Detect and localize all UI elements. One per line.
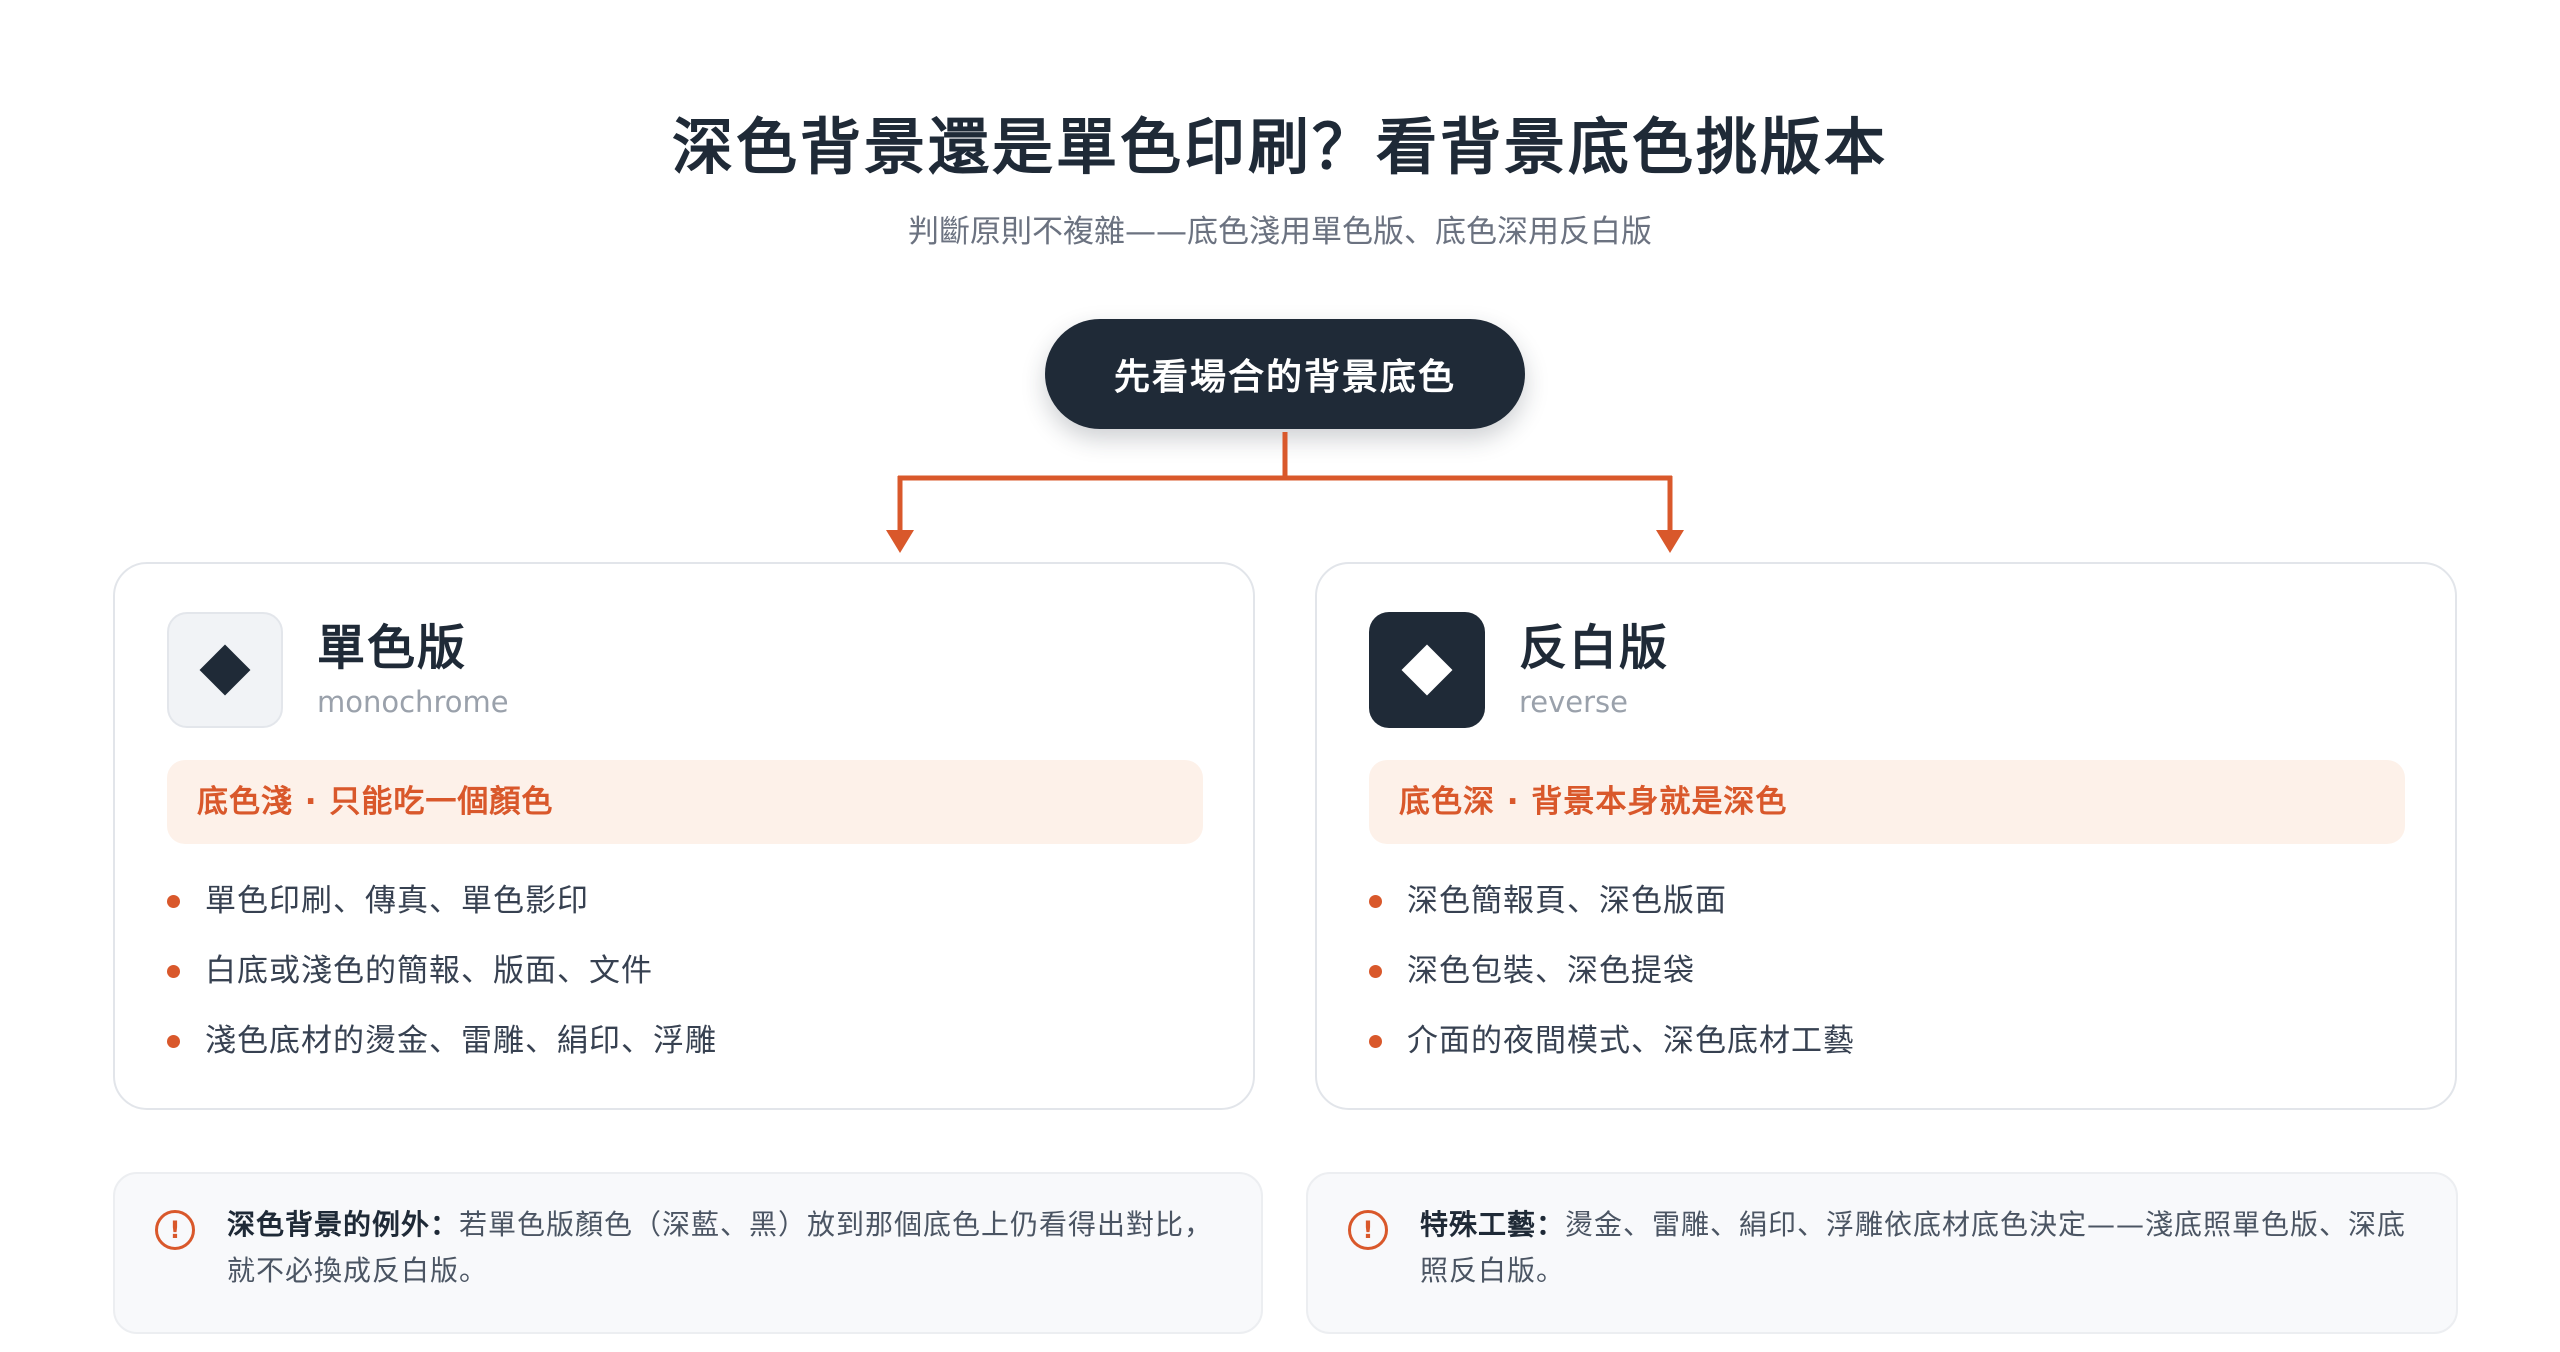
condition-tag: 底色深 · 背景本身就是深色 <box>1369 760 2405 844</box>
bullet-dot-icon <box>1369 895 1382 908</box>
list-item: 白底或淺色的簡報、版面、文件 <box>167 936 717 1006</box>
note-text: 特殊工藝：燙金、雷雕、絹印、浮雕依底材底色決定——淺底照單色版、深底照反白版。 <box>1420 1202 2416 1294</box>
bullet-dot-icon <box>1369 965 1382 978</box>
root-node: 先看場合的背景底色 <box>1045 319 1525 429</box>
page-title: 深色背景還是單色印刷？看背景底色挑版本 <box>671 112 1888 183</box>
note-text: 深色背景的例外：若單色版顏色（深藍、黑）放到那個底色上仍看得出對比，就不必換成反… <box>227 1202 1221 1294</box>
bullet-dot-icon <box>1369 1035 1382 1048</box>
page-subtitle: 判斷原則不複雜——底色淺用單色版、底色深用反白版 <box>908 214 1652 250</box>
note-body: 燙金、雷雕、絹印、浮雕依底材底色決定——淺底照單色版、深底照反白版。 <box>1420 1208 2407 1287</box>
arrowhead-left <box>886 530 914 553</box>
note-label: 深色背景的例外： <box>227 1208 460 1241</box>
list-item: 介面的夜間模式、深色底材工藝 <box>1369 1006 1855 1076</box>
card-monochrome: 單色版 monochrome 底色淺 · 只能吃一個顏色 單色印刷、傳真、單色影… <box>113 562 1255 1110</box>
note-label: 特殊工藝： <box>1420 1208 1566 1241</box>
card-title: 單色版 <box>317 620 468 676</box>
list-item: 淺色底材的燙金、雷雕、絹印、浮雕 <box>167 1006 717 1076</box>
card-reverse: 反白版 reverse 底色深 · 背景本身就是深色 深色簡報頁、深色版面 深色… <box>1315 562 2457 1110</box>
exclamation-icon: ! <box>155 1210 195 1250</box>
card-subtitle: reverse <box>1519 685 1629 719</box>
diamond-icon <box>199 644 251 696</box>
reverse-icon-box <box>1369 612 1485 728</box>
exclamation-icon: ! <box>1348 1210 1388 1250</box>
bullet-dot-icon <box>167 895 180 908</box>
note-special-craft: ! 特殊工藝：燙金、雷雕、絹印、浮雕依底材底色決定——淺底照單色版、深底照反白版… <box>1306 1172 2458 1334</box>
usage-list: 單色印刷、傳真、單色影印 白底或淺色的簡報、版面、文件 淺色底材的燙金、雷雕、絹… <box>167 866 717 1076</box>
list-item: 深色包裝、深色提袋 <box>1369 936 1855 1006</box>
bullet-dot-icon <box>167 965 180 978</box>
list-item: 單色印刷、傳真、單色影印 <box>167 866 717 936</box>
note-dark-exception: ! 深色背景的例外：若單色版顏色（深藍、黑）放到那個底色上仍看得出對比，就不必換… <box>113 1172 1263 1334</box>
card-subtitle: monochrome <box>317 685 509 719</box>
list-item: 深色簡報頁、深色版面 <box>1369 866 1855 936</box>
usage-list: 深色簡報頁、深色版面 深色包裝、深色提袋 介面的夜間模式、深色底材工藝 <box>1369 866 1855 1076</box>
condition-tag: 底色淺 · 只能吃一個顏色 <box>167 760 1203 844</box>
note-body: 若單色版顏色（深藍、黑）放到那個底色上仍看得出對比，就不必換成反白版。 <box>227 1208 1214 1287</box>
diamond-icon <box>1401 644 1453 696</box>
arrowhead-right <box>1656 530 1684 553</box>
card-title: 反白版 <box>1519 620 1670 676</box>
monochrome-icon-box <box>167 612 283 728</box>
bullet-dot-icon <box>167 1035 180 1048</box>
